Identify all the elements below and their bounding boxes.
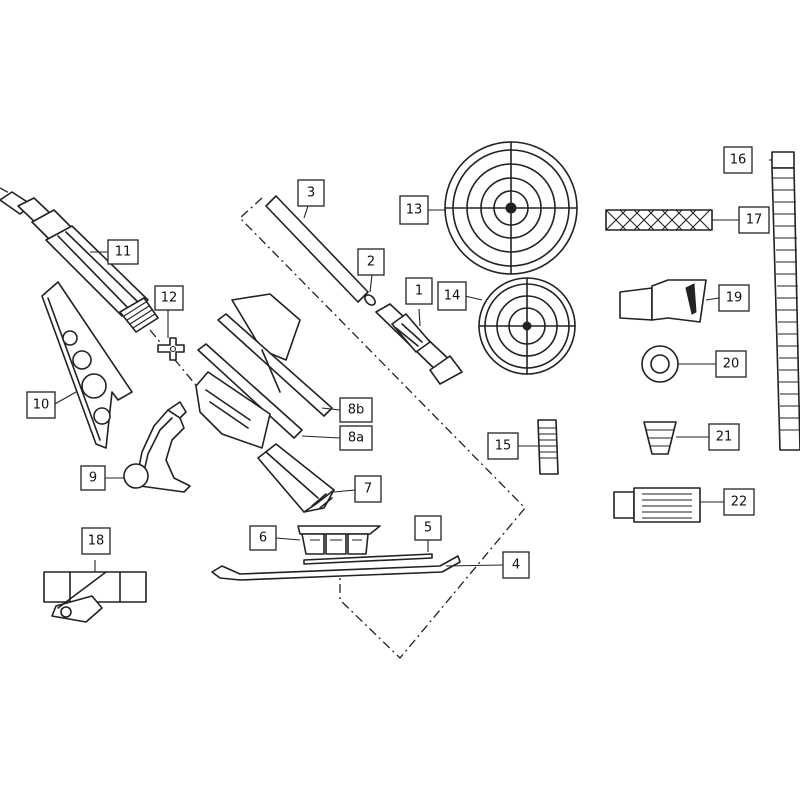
callout-21: 21 (716, 430, 733, 445)
callout-8b: 8b (348, 403, 365, 418)
callout-box-12 (154, 285, 184, 311)
callout-box-8b (339, 397, 373, 423)
telescopic-handle-part-11 (0, 191, 159, 333)
callout-box-1 (405, 277, 433, 305)
callout-12: 12 (161, 291, 178, 306)
callout-11: 11 (115, 245, 132, 260)
callout-22: 22 (731, 495, 748, 510)
callout-14: 14 (444, 289, 461, 304)
callout-box-8a (339, 425, 373, 451)
callout-18: 18 (88, 534, 105, 549)
ring-washer-part-20 (641, 345, 679, 383)
callout-2: 2 (367, 255, 375, 270)
assembly-outline (239, 197, 526, 659)
cross-fitting-part-12 (157, 337, 185, 361)
callout-box-17 (738, 206, 770, 234)
filter-insert-part-6 (297, 525, 381, 555)
callout-box-4 (502, 551, 530, 579)
mesh-sleeve-part-17 (605, 209, 713, 231)
callout-15: 15 (495, 439, 512, 454)
upper-housing-part-8b (217, 293, 333, 417)
clamp-part-18 (43, 571, 147, 623)
corrugated-hose-part-16 (771, 151, 800, 451)
callout-3: 3 (307, 186, 315, 201)
callout-box-15 (487, 432, 519, 460)
callout-20: 20 (723, 357, 740, 372)
callout-7: 7 (364, 482, 372, 497)
callout-box-2 (357, 248, 385, 276)
suction-nozzle-part-7 (257, 443, 335, 513)
cone-fitting-part-21 (643, 421, 677, 455)
wheel-axle-part-9 (123, 401, 191, 493)
callout-box-9 (80, 465, 106, 491)
extension-tube-part-3 (265, 195, 369, 303)
small-disc-part-14 (478, 277, 576, 375)
callout-10: 10 (33, 398, 50, 413)
callout-box-13 (399, 195, 429, 225)
callout-8a: 8a (348, 431, 364, 446)
callout-box-21 (708, 423, 740, 451)
callout-box-6 (249, 525, 277, 551)
callout-box-5 (414, 515, 442, 541)
triangular-bracket-part-10 (41, 281, 133, 449)
connector-part-1 (375, 303, 463, 385)
callout-16: 16 (730, 153, 747, 168)
base-skid-part-4 (211, 555, 461, 581)
callout-box-18 (81, 527, 111, 555)
callout-box-16 (723, 146, 753, 174)
callout-6: 6 (259, 531, 267, 546)
callout-box-19 (718, 284, 750, 312)
callout-box-20 (715, 350, 747, 378)
hose-connector-part-22 (613, 487, 701, 523)
lower-housing-part-8a (195, 343, 303, 449)
threaded-adapter-part-15 (537, 419, 559, 475)
callout-4: 4 (512, 558, 520, 573)
callout-13: 13 (406, 203, 423, 218)
callout-box-14 (437, 281, 467, 311)
callout-box-10 (26, 391, 56, 419)
callout-box-3 (297, 179, 325, 207)
plate-part-5 (303, 553, 433, 565)
callout-box-11 (107, 239, 139, 265)
callout-9: 9 (89, 471, 97, 486)
skimmer-adapter-part-19 (619, 279, 707, 323)
o-ring-part-2 (364, 294, 376, 306)
callout-box-7 (354, 475, 382, 503)
callout-19: 19 (726, 291, 743, 306)
callout-1: 1 (415, 284, 423, 299)
leader-lines (52, 159, 772, 572)
callout-5: 5 (424, 521, 432, 536)
callout-17: 17 (746, 213, 763, 228)
callout-box-22 (723, 488, 755, 516)
large-disc-part-13 (444, 141, 578, 275)
